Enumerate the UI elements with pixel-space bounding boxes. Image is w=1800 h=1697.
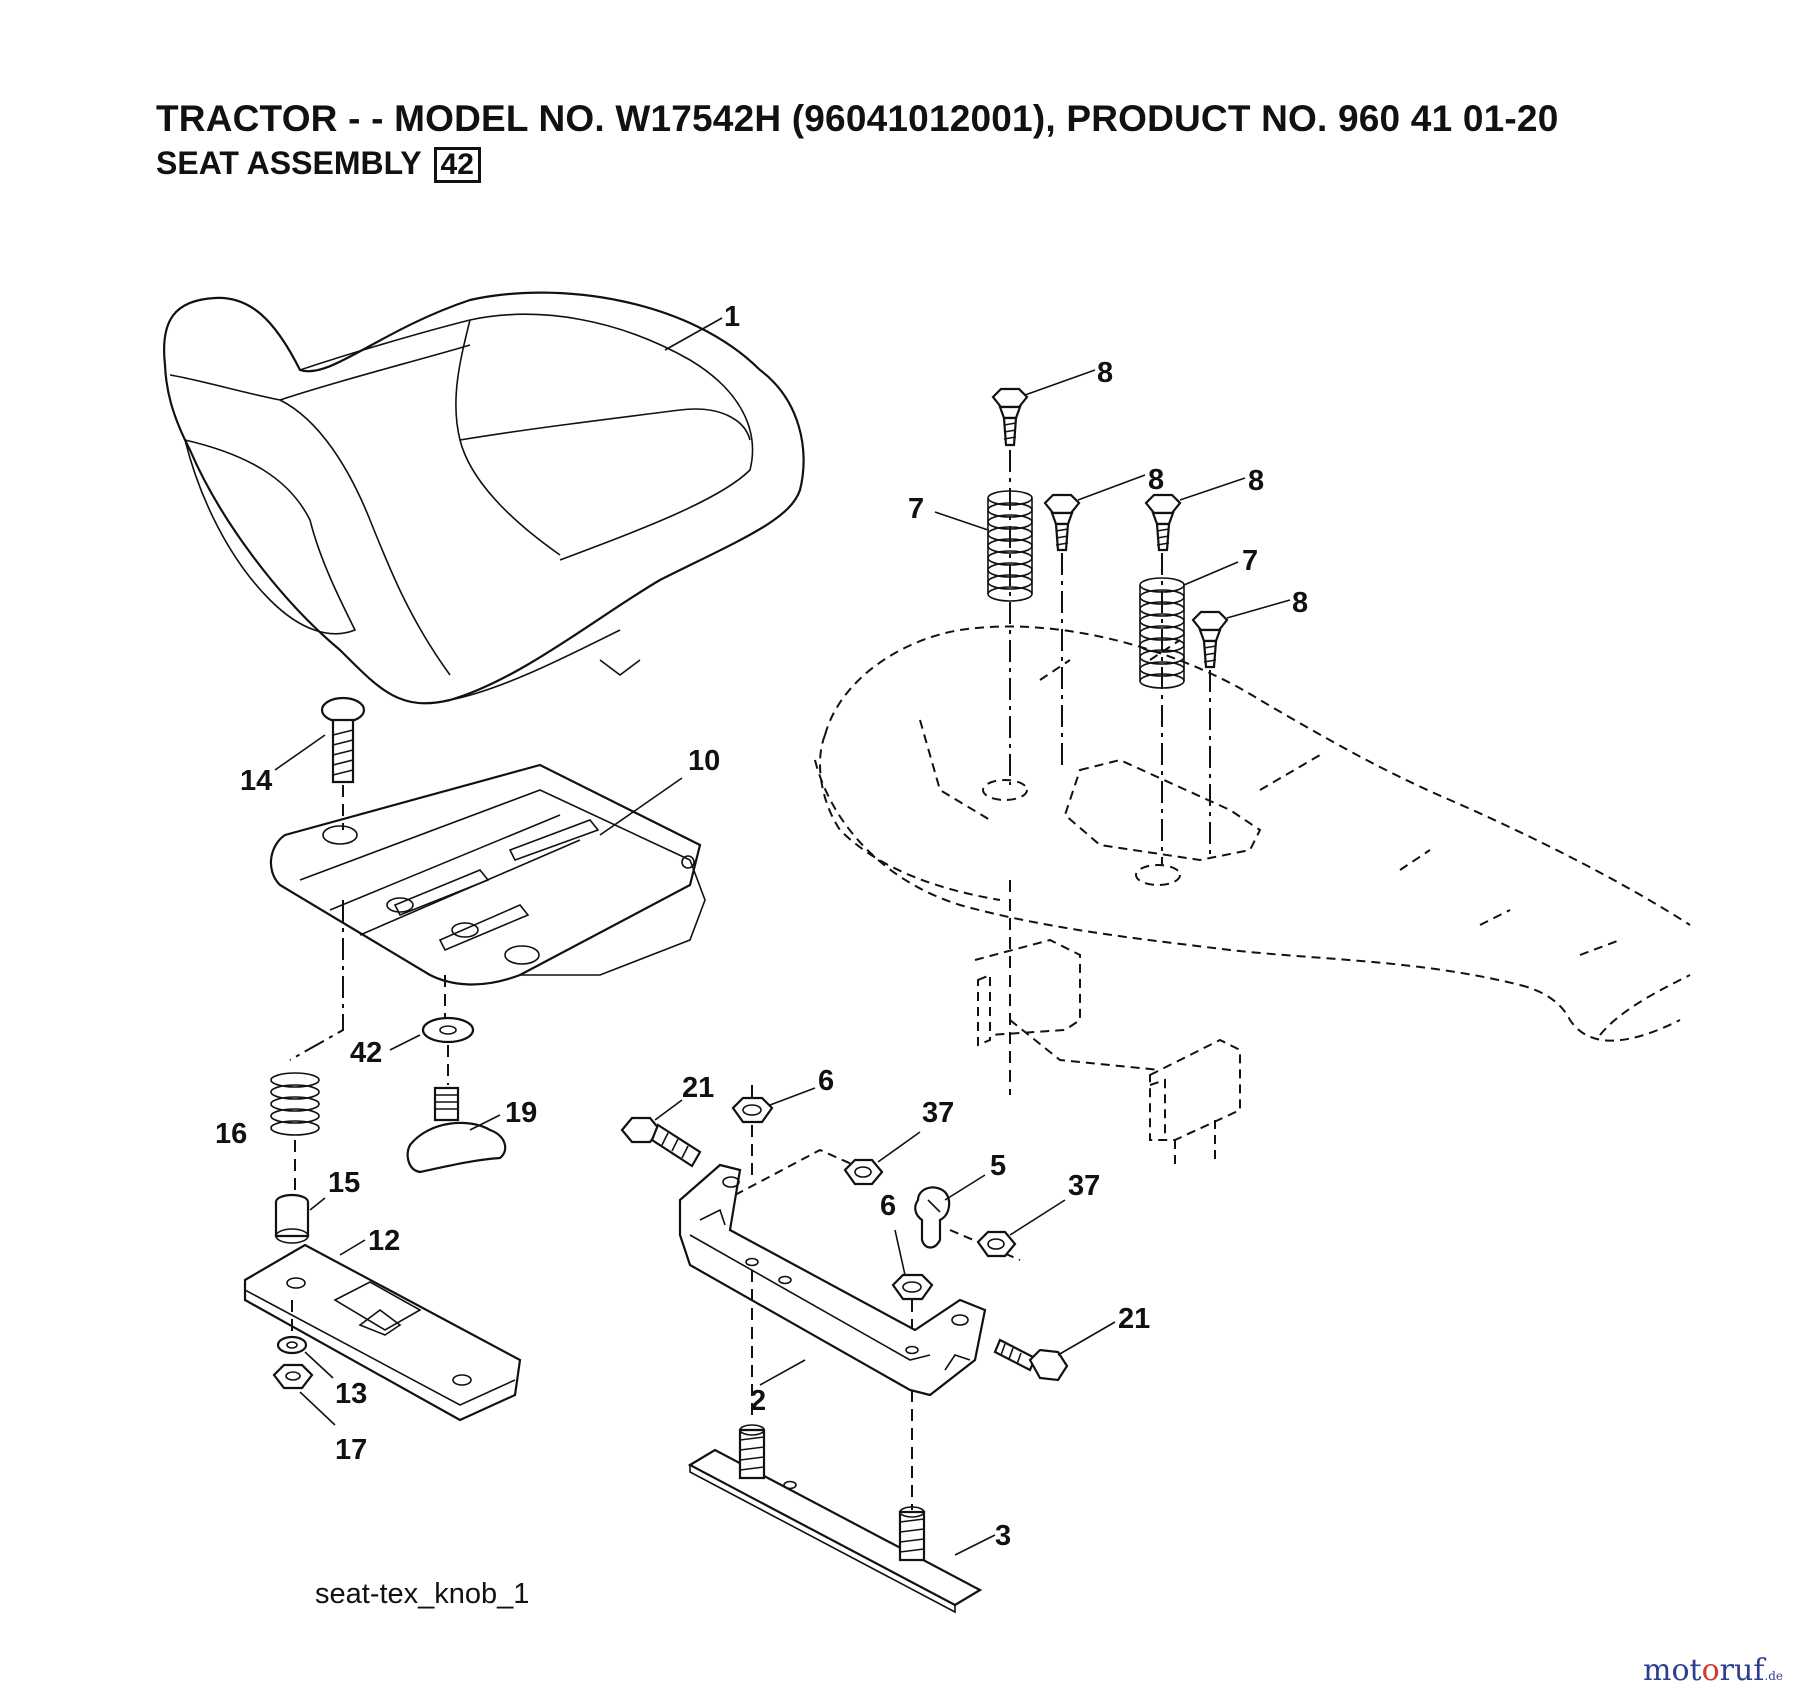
- spacer: [274, 1193, 310, 1244]
- leader-37-top: [877, 1131, 921, 1163]
- callout-3: 3: [995, 1520, 1011, 1552]
- callout-6-lower: 6: [880, 1190, 896, 1222]
- seat-cushion: [163, 291, 805, 705]
- clip-5: [914, 1186, 951, 1249]
- nut-6-lower: [891, 1273, 934, 1301]
- leader-15: [309, 1197, 326, 1211]
- callout-21-right: 21: [1118, 1303, 1150, 1335]
- slide-plate: [243, 1243, 522, 1422]
- leader-17: [299, 1391, 336, 1426]
- page-title: TRACTOR - - MODEL NO. W17542H (960410120…: [156, 98, 1559, 139]
- mounting-bracket: [678, 1163, 987, 1397]
- leader-37-lower: [1009, 1199, 1066, 1236]
- compression-spring: [270, 1072, 320, 1136]
- bolt-8-d: [1191, 610, 1229, 669]
- callout-10: 10: [688, 745, 720, 777]
- callout-13: 13: [335, 1378, 367, 1410]
- callout-21-left: 21: [682, 1072, 714, 1104]
- hex-nut: [272, 1363, 314, 1390]
- callout-7-b: 7: [1242, 545, 1258, 577]
- leader-10: [599, 777, 683, 836]
- leader-8-b: [1077, 474, 1146, 501]
- bolt-21-left: [620, 1116, 702, 1168]
- section-subtitle: SEAT ASSEMBLY 42: [156, 145, 481, 183]
- leader-2: [759, 1359, 806, 1386]
- leader-8-a: [1024, 369, 1096, 396]
- base-plate: [687, 1424, 983, 1614]
- leader-8-c: [1179, 477, 1246, 501]
- watermark-logo: motoruf.de: [1643, 1653, 1783, 1688]
- callout-1: 1: [724, 301, 740, 333]
- watermark-tail: ruf: [1719, 1653, 1765, 1688]
- bolt-8-c: [1144, 493, 1182, 552]
- callout-16: 16: [215, 1118, 247, 1150]
- callout-37-top: 37: [922, 1097, 954, 1129]
- washer: [421, 1016, 475, 1044]
- leader-7-a: [934, 511, 989, 531]
- callout-2: 2: [750, 1385, 766, 1417]
- leader-21-left: [654, 1099, 683, 1121]
- axis-spring-left: [289, 900, 344, 1061]
- callout-42: 42: [350, 1037, 382, 1069]
- nut-37-lower: [976, 1230, 1017, 1258]
- leader-6-top: [769, 1087, 816, 1106]
- callout-12: 12: [368, 1225, 400, 1257]
- leader-13: [304, 1351, 334, 1379]
- callout-5: 5: [990, 1150, 1006, 1182]
- callout-19: 19: [505, 1097, 537, 1129]
- leader-3: [954, 1534, 996, 1556]
- tractor-frame-outline: [814, 625, 1691, 1042]
- lock-washer: [276, 1335, 308, 1355]
- axis-37-guide: [734, 1148, 866, 1196]
- drawing-caption: seat-tex_knob_1: [315, 1578, 530, 1610]
- callout-8-b: 8: [1148, 464, 1164, 496]
- nut-6-top: [731, 1096, 774, 1124]
- watermark-suffix: .de: [1764, 1669, 1784, 1683]
- leader-21-right: [1057, 1321, 1116, 1356]
- callout-8-a: 8: [1097, 357, 1113, 389]
- leader-6-lower: [894, 1229, 906, 1276]
- leader-19: [469, 1114, 501, 1131]
- callout-8-c: 8: [1248, 465, 1264, 497]
- adjustment-knob: [406, 1086, 507, 1174]
- callout-15: 15: [328, 1167, 360, 1199]
- frame-bracket-left: [974, 938, 1161, 1071]
- callout-17: 17: [335, 1434, 367, 1466]
- bolt-8-a: [991, 387, 1029, 447]
- callout-14: 14: [240, 765, 272, 797]
- leader-12: [339, 1239, 366, 1256]
- leader-5: [944, 1174, 986, 1201]
- callout-8-d: 8: [1292, 587, 1308, 619]
- carriage-bolt: [320, 696, 366, 784]
- leader-14: [274, 734, 326, 771]
- bolt-8-b: [1043, 493, 1081, 552]
- leader-7-b: [1183, 561, 1239, 586]
- watermark-o: o: [1701, 1653, 1720, 1688]
- nut-37-top: [843, 1158, 884, 1186]
- callout-7-a: 7: [908, 493, 924, 525]
- bolt-21-right: [993, 1338, 1069, 1382]
- leader-8-d: [1226, 599, 1291, 619]
- frame-bracket-right: [1149, 1038, 1241, 1170]
- leader-42: [389, 1034, 421, 1051]
- callout-6-top: 6: [818, 1065, 834, 1097]
- seat-pan: [269, 763, 706, 986]
- section-number-box: 42: [433, 147, 481, 183]
- spring-7-b: [1139, 577, 1185, 689]
- watermark-main: mot: [1643, 1653, 1702, 1688]
- leader-1: [664, 317, 723, 351]
- spring-7-a: [987, 490, 1033, 602]
- section-subtitle-text: SEAT ASSEMBLY: [156, 145, 422, 181]
- callout-37-lower: 37: [1068, 1170, 1100, 1202]
